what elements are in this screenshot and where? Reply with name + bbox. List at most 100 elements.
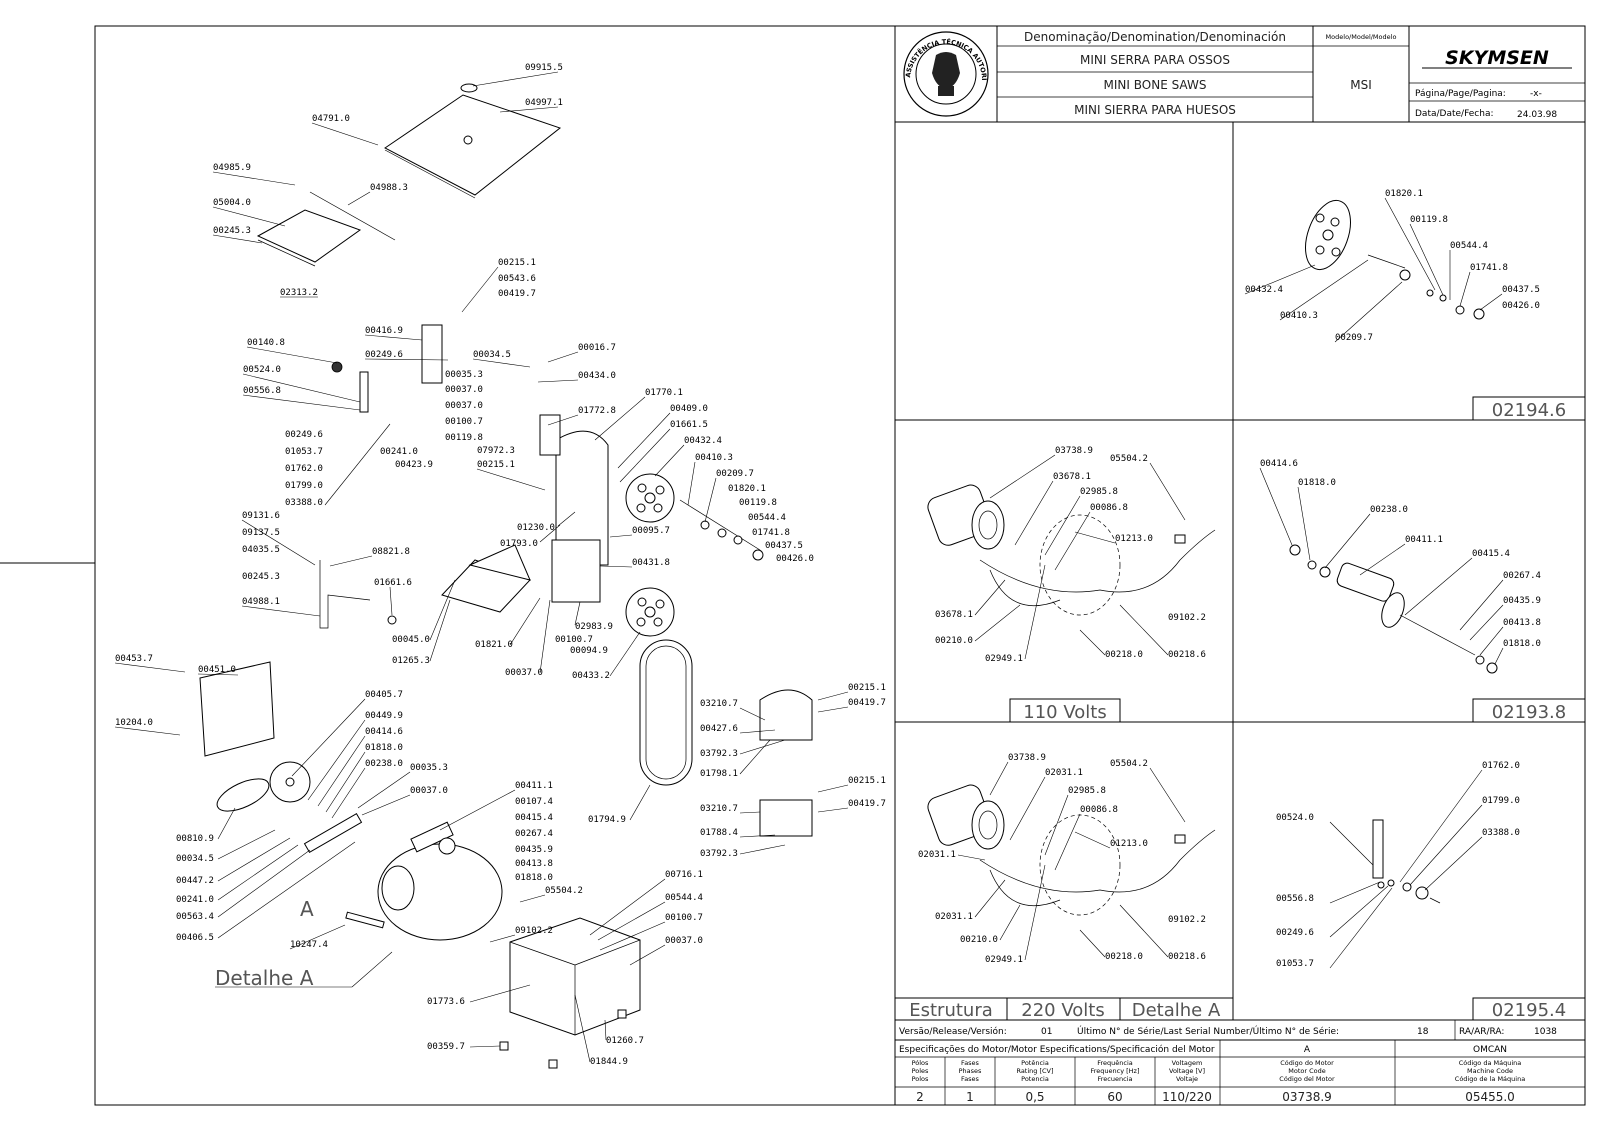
svg-text:00524.0: 00524.0 [1276, 813, 1314, 823]
svg-text:00544.4: 00544.4 [1450, 241, 1488, 251]
svg-text:03388.0: 03388.0 [1482, 828, 1520, 838]
svg-text:00218.6: 00218.6 [1168, 650, 1206, 660]
assistance-seal-logo: ASSISTÊNCIA TÉCNICA AUTORIZADA [0, 0, 989, 117]
svg-text:01770.1: 01770.1 [645, 388, 683, 398]
svg-text:00034.5: 00034.5 [176, 854, 214, 864]
page-value: -x- [1530, 89, 1542, 99]
svg-text:01: 01 [1041, 1027, 1052, 1037]
svg-text:04988.1: 04988.1 [242, 597, 280, 607]
svg-text:05504.2: 05504.2 [545, 886, 583, 896]
detail-02194-6: 01820.1 00119.8 00544.4 01741.8 00437.5 … [1244, 189, 1540, 343]
svg-text:00037.0: 00037.0 [505, 668, 543, 678]
model-value: MSI [1350, 78, 1372, 92]
svg-text:03738.9: 03738.9 [1282, 1090, 1332, 1104]
skymsen-brand-logo: SKYMSEN [1422, 47, 1572, 69]
sheet-border [94, 25, 1586, 1106]
svg-text:05504.2: 05504.2 [1110, 759, 1148, 769]
svg-text:00249.6: 00249.6 [1276, 928, 1314, 938]
svg-text:Potencia: Potencia [1021, 1075, 1049, 1083]
svg-text:2: 2 [916, 1090, 924, 1104]
svg-text:SKYMSEN: SKYMSEN [1445, 47, 1549, 69]
svg-text:00435.9: 00435.9 [1503, 596, 1541, 606]
svg-text:Polos: Polos [912, 1075, 929, 1083]
svg-text:05504.2: 05504.2 [1110, 454, 1148, 464]
svg-text:00359.7: 00359.7 [427, 1042, 465, 1052]
svg-text:00427.6: 00427.6 [700, 724, 738, 734]
svg-text:00434.0: 00434.0 [578, 371, 616, 381]
svg-text:00556.8: 00556.8 [243, 386, 281, 396]
upper-wheel-cover [759, 689, 813, 741]
svg-text:Voltaje: Voltaje [1176, 1075, 1198, 1083]
table-top-plate [384, 94, 562, 196]
svg-text:01053.7: 01053.7 [285, 447, 323, 457]
name-portuguese: MINI SERRA PARA OSSOS [1080, 53, 1230, 67]
svg-text:02949.1: 02949.1 [985, 654, 1023, 664]
svg-text:00245.3: 00245.3 [213, 226, 251, 236]
svg-text:00218.0: 00218.0 [1105, 650, 1143, 660]
svg-text:00035.3: 00035.3 [410, 763, 448, 773]
svg-text:00451.0: 00451.0 [198, 665, 236, 675]
svg-text:Voltagem: Voltagem [1172, 1059, 1203, 1067]
svg-text:Detalhe A: Detalhe A [1132, 1000, 1221, 1021]
date-value: 24.03.98 [1517, 110, 1557, 120]
svg-text:01260.7: 01260.7 [606, 1036, 644, 1046]
svg-text:02195.4: 02195.4 [1492, 1000, 1566, 1021]
svg-text:RA/AR/RA:: RA/AR/RA: [1459, 1027, 1504, 1037]
svg-text:220 Volts: 220 Volts [1021, 1000, 1104, 1021]
svg-text:Último N° de Série/Last Serial: Último N° de Série/Last Serial Number/Úl… [1077, 1025, 1339, 1037]
svg-text:Fases: Fases [961, 1075, 980, 1083]
svg-text:02194.6: 02194.6 [1492, 400, 1566, 421]
name-spanish: MINI SIERRA PARA HUESOS [1074, 103, 1236, 117]
svg-text:00107.4: 00107.4 [515, 797, 553, 807]
svg-text:01794.9: 01794.9 [588, 815, 626, 825]
svg-text:10204.0: 10204.0 [115, 718, 153, 728]
svg-text:03210.7: 03210.7 [700, 804, 738, 814]
svg-text:00544.4: 00544.4 [665, 893, 703, 903]
svg-text:Código da Máquina: Código da Máquina [1459, 1059, 1522, 1067]
svg-text:Phases: Phases [959, 1067, 982, 1075]
svg-text:00045.0: 00045.0 [392, 635, 430, 645]
svg-text:02031.1: 02031.1 [1045, 768, 1083, 778]
svg-text:00410.3: 00410.3 [1280, 311, 1318, 321]
detail-02195-4: 01762.0 01799.0 03388.0 00524.0 00556.8 … [1276, 761, 1520, 969]
svg-text:Fases: Fases [961, 1059, 980, 1067]
svg-text:00437.5: 00437.5 [765, 541, 803, 551]
svg-text:04035.5: 04035.5 [242, 545, 280, 555]
svg-text:02031.1: 02031.1 [918, 850, 956, 860]
svg-text:04985.9: 04985.9 [213, 163, 251, 173]
side-cover-panel [199, 661, 275, 757]
svg-text:OMCAN: OMCAN [1473, 1045, 1507, 1055]
svg-text:01213.0: 01213.0 [1115, 534, 1153, 544]
detail-02193-8: 00414.6 01818.0 00238.0 00411.1 00415.4 … [1259, 459, 1541, 674]
svg-text:01773.6: 01773.6 [427, 997, 465, 1007]
svg-text:01762.0: 01762.0 [1482, 761, 1520, 771]
svg-text:Poles: Poles [912, 1067, 929, 1075]
svg-text:00563.4: 00563.4 [176, 912, 214, 922]
axle-housing [1336, 562, 1395, 602]
svg-text:02983.9: 02983.9 [575, 622, 613, 632]
svg-text:04997.1: 04997.1 [525, 98, 563, 108]
model-header: Modelo/Model/Modelo [1326, 33, 1397, 41]
svg-text:Frequência: Frequência [1097, 1059, 1133, 1067]
svg-text:02985.8: 02985.8 [1080, 487, 1118, 497]
svg-text:00453.7: 00453.7 [115, 654, 153, 664]
svg-text:00810.9: 00810.9 [176, 834, 214, 844]
svg-text:00415.4: 00415.4 [1472, 549, 1510, 559]
svg-text:00413.8: 00413.8 [1503, 618, 1541, 628]
side-table-plate [256, 209, 362, 263]
svg-text:00086.8: 00086.8 [1090, 503, 1128, 513]
svg-text:00409.0: 00409.0 [670, 404, 708, 414]
svg-text:00119.8: 00119.8 [445, 433, 483, 443]
lower-wheel-cover [759, 799, 813, 837]
svg-text:01661.5: 01661.5 [670, 420, 708, 430]
svg-text:Especificações do Motor/Motor: Especificações do Motor/Motor Especifica… [899, 1044, 1215, 1055]
svg-text:04791.0: 04791.0 [312, 114, 350, 124]
svg-text:00447.2: 00447.2 [176, 876, 214, 886]
svg-text:01844.9: 01844.9 [590, 1057, 628, 1067]
svg-text:00405.7: 00405.7 [365, 690, 403, 700]
motor-key [345, 911, 385, 929]
svg-text:01799.0: 01799.0 [1482, 796, 1520, 806]
svg-text:00419.7: 00419.7 [848, 799, 886, 809]
svg-text:09915.5: 09915.5 [525, 63, 563, 73]
svg-text:00119.8: 00119.8 [739, 498, 777, 508]
